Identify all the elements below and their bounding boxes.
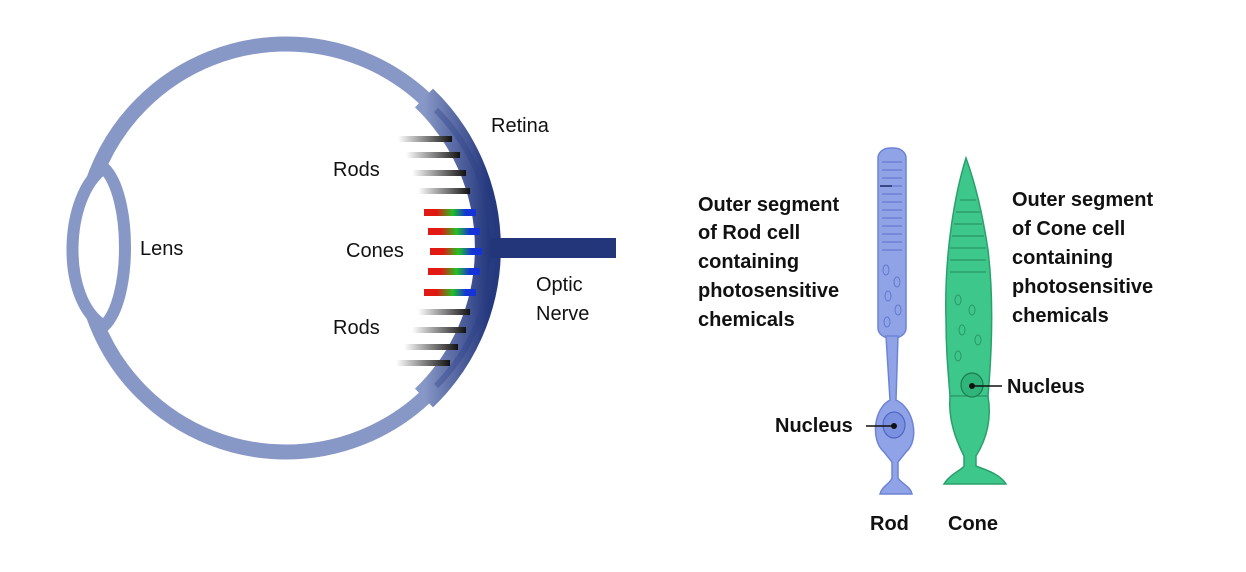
rods-top-label: Rods [333,159,380,181]
cone-name-label: Cone [948,513,998,535]
rod-cell-bar [396,360,450,366]
cone-outer-segment-label: Outer segment of Cone cell containing ph… [1012,189,1153,327]
rod-outer-segment-line: containing [698,251,799,273]
lens [66,162,131,332]
rod-outer-segment-line: chemicals [698,309,795,331]
optic-nerve-label-line2: Nerve [536,303,589,325]
cone-outer-segment-line: photosensitive [1012,276,1153,298]
optic-nerve-label-line1: Optic [536,274,583,296]
cone-cell-bar [428,228,480,235]
rod-cell-bar [412,327,466,333]
cone-outer-segment-line: Outer segment [1012,189,1153,211]
rod-outer-segment-line: of Rod cell [698,222,800,244]
rod-nucleus-label: Nucleus [775,415,853,437]
rod-cell-bar [398,136,452,142]
rod-cell-bar [418,309,470,315]
rod-cell-illustration [866,147,915,495]
rod-nucleus-dot [891,423,897,429]
rod-name-label: Rod [870,513,909,535]
cone-outer-segment-line: containing [1012,247,1113,269]
eye-diagram: Lens Retina Rods Cones Rods Optic Nerve [66,36,616,460]
rod-cell-bar [406,152,460,158]
retina-label: Retina [491,115,550,137]
cone-cell-body [942,395,1008,485]
cone-cell-bar [428,268,480,275]
rod-outer-segment-line: photosensitive [698,280,839,302]
rod-outer-segment-line: Outer segment [698,194,839,216]
cone-outer-segment-line: of Cone cell [1012,218,1125,240]
rod-outer-segment [877,147,907,339]
optic-nerve [490,238,616,258]
cone-cell-bar [424,209,476,216]
cone-cell-illustration [942,155,1008,485]
rods-bottom-label: Rods [333,317,380,339]
rod-cell-bar [404,344,458,350]
retina [414,88,501,408]
cone-nucleus-dot [969,383,975,389]
cone-outer-segment-line: chemicals [1012,305,1109,327]
rod-outer-segment-label: Outer segment of Rod cell containing pho… [698,194,839,331]
cone-outer-segment [945,155,993,397]
cone-cell-bar [424,289,476,296]
rod-cell-bar [418,188,470,194]
rod-cell-bar [412,170,466,176]
cones-label: Cones [346,240,404,262]
lens-label: Lens [140,238,183,260]
cone-cell-bar [430,248,482,255]
cone-nucleus-label: Nucleus [1007,376,1085,398]
